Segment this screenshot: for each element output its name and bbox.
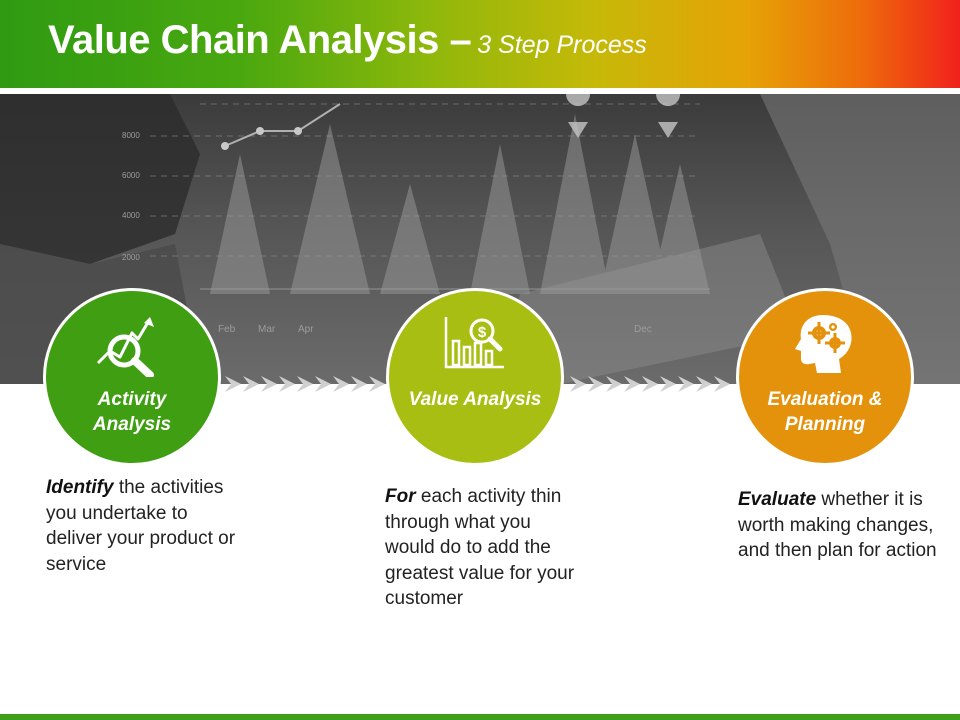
month-label: Feb	[218, 324, 236, 335]
header-divider	[0, 88, 960, 92]
step-circle-value-analysis: $ Value Analysis	[386, 288, 564, 466]
slide-title: Value Chain Analysis –3 Step Process	[48, 18, 647, 63]
step-label: Activity Analysis	[92, 389, 172, 435]
month-label: Dec	[634, 324, 652, 335]
step-description: Evaluate whether it is worth making chan…	[738, 487, 938, 564]
description-text: each activity thin through what you woul…	[385, 486, 575, 609]
step-description: For each activity thin through what you …	[385, 484, 585, 612]
svg-text:$: $	[478, 324, 487, 341]
photo-illustration: 8000 6000 4000 2000 Feb Mar Apr Dec	[0, 94, 960, 384]
step-circle-activity-analysis: Activity Analysis	[43, 288, 221, 466]
magnifier-trend-icon	[92, 313, 172, 379]
y-tick-label: 2000	[122, 253, 140, 262]
title-bar: Value Chain Analysis –3 Step Process	[0, 0, 960, 88]
description-keyword: Evaluate	[738, 489, 817, 510]
description-keyword: For	[385, 486, 416, 507]
description-text: whether it is worth making changes, and …	[738, 489, 937, 561]
description-keyword: Identify	[46, 477, 114, 498]
step-circle-evaluation-planning: Evaluation & Planning	[736, 288, 914, 466]
y-tick-label: 8000	[122, 131, 140, 140]
description-text: the activities you undertake to deliver …	[46, 477, 236, 575]
dollar-chart-magnifier-icon: $	[440, 313, 510, 373]
y-tick-label: 4000	[122, 211, 140, 220]
step-label: Evaluation & Planning	[767, 389, 883, 435]
title-main: Value Chain Analysis –	[48, 18, 472, 62]
month-label: Apr	[298, 324, 314, 335]
step-description: Identify the activities you undertake to…	[46, 475, 246, 577]
head-gears-icon	[793, 313, 857, 373]
title-subtitle: 3 Step Process	[477, 31, 647, 59]
footer-bar	[0, 714, 960, 720]
month-label: Mar	[258, 324, 276, 335]
chevron-strip	[225, 376, 730, 392]
y-tick-label: 6000	[122, 171, 140, 180]
step-label: Value Analysis	[408, 389, 542, 410]
